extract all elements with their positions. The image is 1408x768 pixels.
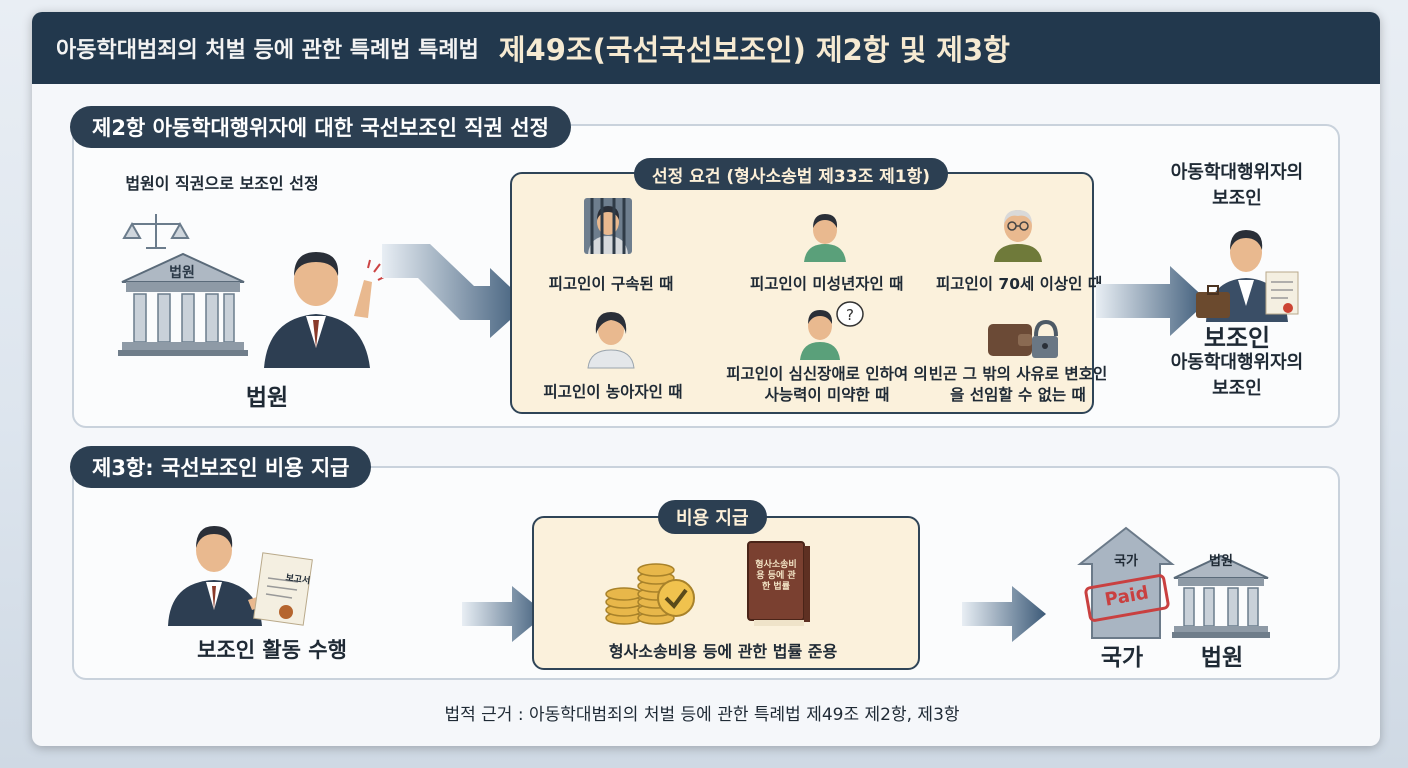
section3-pill: 제3항: 국선보조인 비용 지급 bbox=[70, 446, 372, 488]
law-book-icon bbox=[747, 541, 810, 626]
elderly-icon bbox=[994, 210, 1042, 262]
requirements-title: 선정 요건 (형사소송법 제33조 제1항) bbox=[634, 158, 949, 190]
wallet-lock-icon bbox=[988, 319, 1058, 358]
assistant-label: 보조인 활동 수행 bbox=[197, 638, 347, 662]
result-main-label: 보조인 bbox=[1203, 324, 1271, 352]
result-top-label: 아동학대행위자의 보조인 bbox=[1170, 162, 1304, 209]
requirement-2: 피고인이 미성년자인 때 bbox=[750, 275, 904, 293]
state-label: 국가 bbox=[1100, 645, 1144, 671]
header-bar: 아동학대범죄의 처벌 등에 관한 특례법 특례법 제49조(국선국선보조인) 제… bbox=[32, 12, 1380, 84]
minor-icon bbox=[804, 214, 846, 262]
flow-arrow-3-icon bbox=[462, 586, 546, 642]
state-building-icon bbox=[1077, 526, 1175, 639]
court-label: 법원 bbox=[245, 385, 289, 411]
court-building-2-icon bbox=[1172, 554, 1270, 638]
prisoner-icon bbox=[584, 198, 632, 254]
requirement-5: 피고인이 심신장애로 인하여 의사능력이 미약한 때 bbox=[726, 365, 928, 404]
mental-disability-icon: ? bbox=[800, 301, 864, 360]
court-label-2: 법원 bbox=[1200, 645, 1244, 671]
coins-check-icon bbox=[605, 563, 695, 625]
requirement-4: 피고인이 농아자인 때 bbox=[543, 383, 683, 401]
result-bottom-label: 아동학대행위자의 보조인 bbox=[1170, 352, 1304, 399]
infographic-frame: 아동학대범죄의 처벌 등에 관한 특례법 특례법 제49조(국선국선보조인) 제… bbox=[32, 12, 1380, 746]
header-subtitle: 아동학대범죄의 처벌 등에 관한 특례법 특례법 bbox=[56, 38, 479, 63]
flow-arrow-4-icon bbox=[962, 586, 1046, 642]
court-building-2-text: 법원 bbox=[1209, 554, 1233, 569]
requirement-1: 피고인이 구속된 때 bbox=[548, 275, 674, 293]
legal-basis: 법적 근거 : 아동학대범죄의 처벌 등에 관한 특례법 제49조 제2항, 제… bbox=[444, 705, 960, 725]
requirement-6: 빈곤 그 밖의 사유로 변호인을 선임할 수 없는 때 bbox=[928, 365, 1108, 404]
flow-arrow-2-icon bbox=[1096, 266, 1208, 336]
cost-title: 비용 지급 bbox=[658, 500, 767, 534]
court-caption: 법원이 직권으로 보조인 선정 bbox=[125, 174, 319, 193]
court-building-icon bbox=[118, 214, 248, 356]
law-book-text: 형사소송비용 등에 관한 법률 bbox=[755, 560, 797, 592]
cost-caption: 형사소송비용 등에 관한 법률 준용 bbox=[608, 642, 838, 661]
state-building-text: 국가 bbox=[1114, 554, 1138, 569]
cost-box bbox=[532, 516, 920, 670]
court-building-text: 법원 bbox=[169, 265, 195, 281]
assistant-lawyer-icon bbox=[1196, 230, 1299, 322]
flow-arrow-1-icon bbox=[382, 244, 528, 338]
section2-pill: 제2항 아동학대행위자에 대한 국선보조인 직권 선정 bbox=[70, 106, 571, 148]
assistant-working-icon bbox=[168, 526, 313, 626]
judge-icon bbox=[264, 252, 387, 368]
header-title: 제49조(국선국선보조인) 제2항 및 제3항 bbox=[498, 33, 1010, 67]
deaf-mute-icon bbox=[587, 312, 635, 369]
requirement-3: 피고인이 70세 이상인 때 bbox=[936, 275, 1103, 293]
svg-text:?: ? bbox=[846, 306, 854, 324]
